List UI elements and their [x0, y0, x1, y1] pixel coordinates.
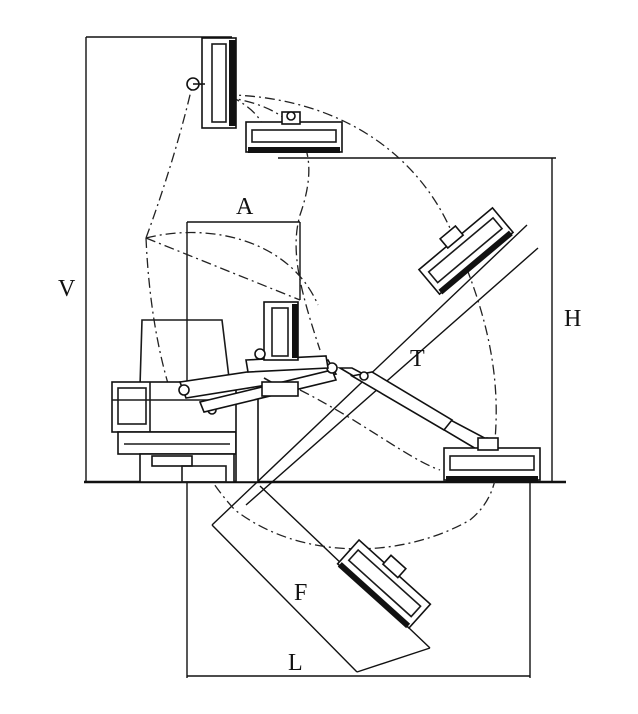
head-rotor	[271, 307, 289, 357]
reach-envelopes	[145, 81, 498, 550]
label-v: V	[58, 276, 76, 302]
head-pivot	[254, 348, 266, 360]
label-h: H	[564, 306, 581, 332]
head-rotor	[427, 216, 504, 284]
head-gearbox	[381, 554, 407, 579]
tractor-counterweight	[151, 455, 193, 467]
head-skid	[438, 230, 513, 295]
f-edge-line	[211, 524, 358, 673]
mower-head-bank-low	[336, 538, 432, 630]
head-gearbox	[477, 437, 499, 451]
head-skid	[337, 562, 411, 629]
tractor-chassis	[117, 431, 237, 455]
envelope-upper-arc	[204, 94, 321, 351]
head-skid	[292, 304, 298, 358]
mower-head-ground-right	[443, 437, 541, 482]
envelope-inner-arc	[145, 231, 319, 306]
tractor-rear-panel	[117, 387, 147, 425]
head-skid	[229, 40, 236, 126]
dimension-labels: A V H T F L	[58, 194, 581, 676]
secondary-arm-cylinder	[349, 371, 454, 432]
t-slope-line-b	[245, 247, 539, 506]
head-rotor	[211, 43, 227, 123]
mower-head-top-vertical	[186, 37, 237, 129]
label-t: T	[410, 346, 425, 372]
tractor-base-plate	[181, 465, 227, 483]
head-housing	[443, 447, 541, 481]
head-housing	[336, 538, 432, 630]
head-skid	[248, 147, 340, 153]
envelope-lower-arc	[145, 237, 471, 550]
label-l: L	[288, 650, 303, 676]
head-rotor	[449, 455, 535, 471]
envelope-boom-track	[299, 389, 441, 471]
mower-heads	[186, 37, 541, 630]
envelope-outer-arc	[204, 94, 497, 441]
mower-head-top-horizontal	[245, 111, 343, 153]
mower-head-upper-right	[417, 206, 515, 296]
label-f: F	[294, 580, 307, 606]
head-gearbox	[438, 224, 465, 250]
mower-head-mid-vertical	[254, 301, 299, 361]
main-arm-pivot	[178, 384, 190, 396]
f-bottom-line	[356, 647, 431, 673]
envelope-left-to-boom	[145, 237, 301, 301]
arm-valve-block	[261, 381, 299, 397]
head-rotor	[251, 129, 337, 143]
label-a: A	[236, 194, 254, 220]
head-pivot	[286, 111, 296, 121]
secondary-arm-pivot	[359, 371, 369, 381]
head-rotor	[347, 548, 422, 618]
head-skid	[446, 476, 538, 482]
envelope-top-left	[145, 81, 194, 239]
